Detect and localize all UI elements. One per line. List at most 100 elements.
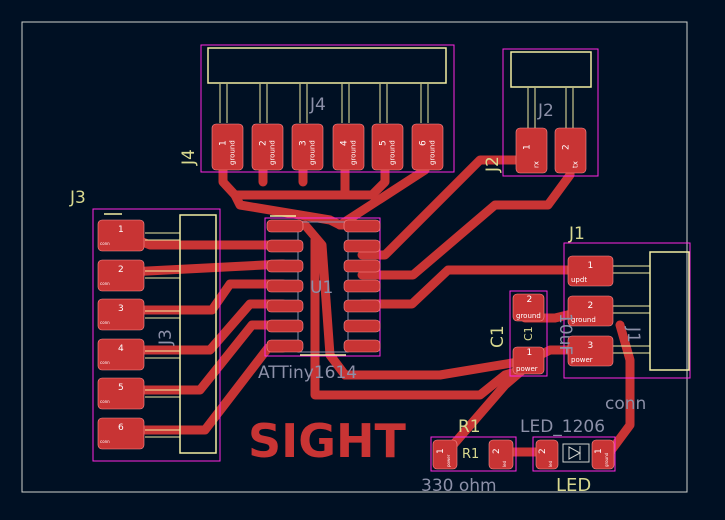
ic-u1: U1 ATTiny1614 xyxy=(258,215,381,383)
led-value-label: LED xyxy=(556,475,591,496)
c1-value-label: 10uF xyxy=(555,313,575,355)
j3-pad-1-number: 1 xyxy=(118,225,124,235)
c1-pad-2-name: ground xyxy=(516,312,541,320)
j2-pad-1-name: rx xyxy=(533,161,541,168)
u1-pad-right-1 xyxy=(343,219,381,233)
u1-pad-left-6 xyxy=(266,319,304,333)
led-pad-2-number: 2 xyxy=(538,448,548,454)
j2-fab-label: J2 xyxy=(537,101,554,121)
j1-pin-legs xyxy=(612,265,650,354)
u1-pad-left-2 xyxy=(266,239,304,253)
j2-pad-1: 1 rx xyxy=(515,127,548,174)
j1-fab-label: J1 xyxy=(623,326,643,343)
j1-pad-1-name: updt xyxy=(571,276,587,284)
j4-pad-6-name: ground xyxy=(429,140,437,165)
j3-pad-2-number: 2 xyxy=(118,265,124,275)
trace-j4-ground xyxy=(218,143,390,200)
c1-fab-label: C1 xyxy=(522,326,535,341)
board-edge-cuts xyxy=(21,21,688,493)
j2-body-outline xyxy=(510,51,592,88)
u1-pad-right-5 xyxy=(343,299,381,313)
j1-pad-1-number: 1 xyxy=(588,261,594,271)
led-courtyard xyxy=(532,436,616,472)
c1-ref-label: C1 xyxy=(488,325,508,348)
j3-pad-1: 1 conn xyxy=(97,219,145,252)
j4-pad-6-number: 6 xyxy=(419,140,429,146)
j3-pad-6-number: 6 xyxy=(118,423,124,433)
j3-pad-6-name: conn xyxy=(100,439,110,444)
j4-pad-2-number: 2 xyxy=(259,140,269,146)
j3-pad-1-name: conn xyxy=(100,241,110,246)
j2-pad-2-name: tx xyxy=(572,161,580,168)
led-pad-1-number: 1 xyxy=(594,448,604,454)
u1-pad-right-2 xyxy=(343,239,381,253)
j3-pad-4: 4 conn xyxy=(97,338,145,371)
r1-value-label: 330 ohm xyxy=(421,476,497,496)
j2-pad-1-number: 1 xyxy=(523,144,533,150)
led-pad-1-name: ground xyxy=(604,452,609,467)
u1-pad-right-3 xyxy=(343,259,381,273)
j4-ref-label: J4 xyxy=(179,149,199,166)
r1-fab-label: R1 xyxy=(462,447,479,462)
u1-pad-right-7 xyxy=(343,339,381,353)
trace-led-ground xyxy=(605,320,635,457)
j3-pad-4-name: conn xyxy=(100,360,110,365)
j4-pad-5-number: 5 xyxy=(379,140,389,146)
j1-body-outline xyxy=(649,251,690,371)
trace-bottom xyxy=(310,235,527,400)
j4-pad-4-name: ground xyxy=(350,140,358,165)
j4-pad-5-name: ground xyxy=(389,140,397,165)
u1-ref-label: U1 xyxy=(310,278,333,298)
u1-pad-right-4 xyxy=(343,279,381,293)
j3-body-outline xyxy=(179,214,217,454)
j2-pads: 1 rx 2 tx xyxy=(515,127,587,174)
board-silkscreen-title: SIGHT xyxy=(248,414,407,468)
trace-updt xyxy=(357,265,593,309)
j4-pad-4-number: 4 xyxy=(340,140,350,146)
j1-footprint-label: conn xyxy=(605,394,646,414)
c1-pad-2-number: 2 xyxy=(527,295,533,305)
j2-ref-label: J2 xyxy=(483,156,503,173)
j3-pad-4-number: 4 xyxy=(118,344,124,354)
j3-pin-legs xyxy=(145,232,180,438)
trace-j3-3 xyxy=(123,279,288,315)
c1-courtyard xyxy=(509,290,548,377)
j4-pad-3-name: ground xyxy=(309,140,317,165)
trace-j3-4 xyxy=(123,299,288,355)
j4-pad-1-name: ground xyxy=(229,140,237,165)
connector-j2: J2 J2 1 rx 2 tx xyxy=(483,48,599,177)
j4-pad-2-name: ground xyxy=(269,140,277,165)
j2-pad-2: 2 tx xyxy=(554,127,587,174)
u1-pad-right-6 xyxy=(343,319,381,333)
j2-pin-legs xyxy=(527,88,574,128)
u1-pad-left-4 xyxy=(266,279,304,293)
j3-pad-6: 6 conn xyxy=(97,417,145,450)
j3-pad-5-name: conn xyxy=(100,399,110,404)
j4-pin-legs xyxy=(219,84,429,123)
j4-body-outline xyxy=(207,47,447,84)
c1-pad-1-number: 1 xyxy=(527,348,533,358)
j1-pad-2-name: ground xyxy=(571,316,596,324)
j2-pad-2-number: 2 xyxy=(562,144,572,150)
u1-pad-left-7 xyxy=(266,339,304,353)
j3-ref-label: J3 xyxy=(69,188,86,208)
